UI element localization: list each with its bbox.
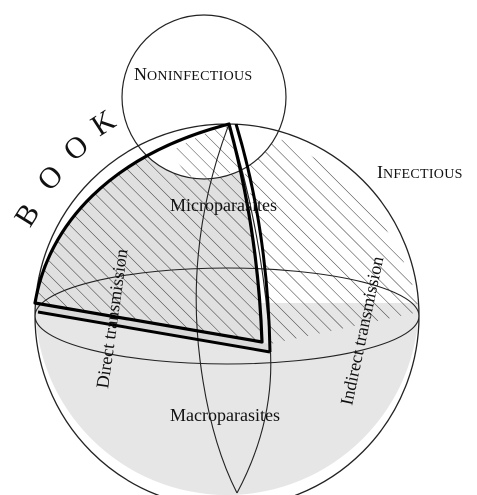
book-letter-4: K: [85, 103, 121, 143]
noninfectious-circle: [121, 14, 287, 180]
lower-hemisphere-shading: [35, 303, 419, 495]
book-octant-right-edge: [234, 123, 272, 353]
infectious-label: INFECTIOUS: [377, 162, 463, 182]
book-letter-2: O: [31, 159, 70, 197]
microparasites-label: Microparasites: [170, 195, 277, 215]
book-letter-1: B: [8, 198, 47, 232]
back-meridian: [195, 123, 238, 494]
equator-ellipse: [34, 267, 420, 365]
book-octant-lower-edge: [37, 310, 271, 354]
macroparasite-direct-wedge: [35, 303, 270, 352]
book-letter-3: O: [57, 128, 95, 167]
noninfectious-label: NONINFECTIOUS: [134, 64, 253, 84]
macroparasites-label: Macroparasites: [170, 405, 280, 425]
book-octant-outline: [33, 122, 264, 344]
indirect-transmission-hatched-region: [229, 124, 419, 344]
noninfectious-overlap-hatch: [170, 124, 241, 178]
